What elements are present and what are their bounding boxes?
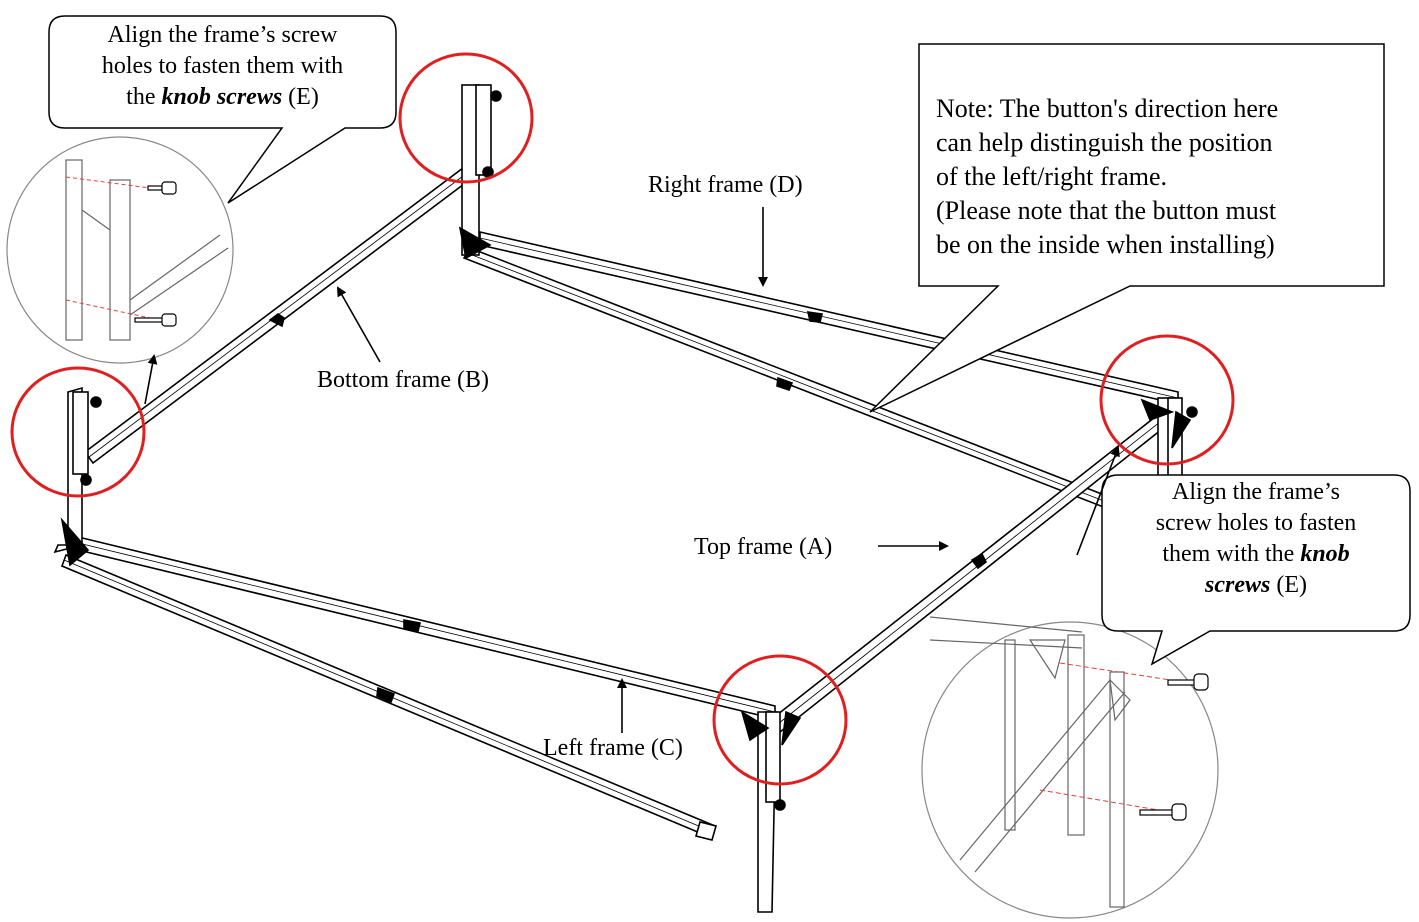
note-line4: (Please note that the button must [936, 196, 1277, 225]
post-left [53, 386, 102, 567]
left-frame-brace [60, 553, 716, 840]
arrow-to-detail-bottom-right [1076, 446, 1120, 556]
callout-top-left-shape [48, 15, 397, 204]
left-frame-bar [69, 533, 776, 721]
note-line5: be on the inside when installing) [936, 230, 1275, 259]
highlight-circle-right-post [1099, 334, 1235, 466]
callout-bottom-right-line2: screw holes to fasten [1155, 510, 1357, 536]
note-line3: of the left/right frame. [936, 162, 1168, 191]
detail-circle-top-left [6, 136, 234, 364]
highlight-circle-left-post [10, 366, 146, 498]
highlight-circle-front-post [712, 654, 848, 786]
callout-top-left-line3-pre: the [126, 84, 162, 110]
callout-bottom-right-line4: screws (E) [1102, 570, 1410, 601]
callout-bottom-right-emph2: screws [1205, 572, 1271, 598]
top-frame-label: Top frame (A) [694, 534, 833, 560]
post-back [458, 84, 502, 260]
callout-bottom-right-emph1: knob [1300, 541, 1350, 567]
callout-bottom-right-line3: them with the knob [1102, 539, 1410, 570]
callout-bottom-right-text: Align the frame’s screw holes to fasten … [1102, 477, 1410, 601]
detail-circle-bottom-right [921, 616, 1219, 919]
highlight-circle-back-post [398, 52, 534, 184]
arrow-to-detail-top-left [144, 354, 158, 405]
callout-bottom-right-line1: Align the frame’s [1172, 479, 1340, 505]
callout-top-left-emph: knob screws [161, 84, 283, 110]
callout-bottom-right-line4-post: (E) [1270, 572, 1307, 598]
note-line2: can help distinguish the position [936, 128, 1273, 157]
loose-bar-end [695, 821, 717, 841]
note-line1: Note: The button's direction here [936, 94, 1279, 123]
callout-bottom-right-line3-pre: them with the [1162, 541, 1301, 567]
callout-top-left-line2: holes to fasten them with [101, 53, 344, 79]
callout-top-left-line3: the knob screws (E) [49, 82, 396, 113]
bottom-frame-label: Bottom frame (B) [317, 367, 489, 393]
right-frame-label: Right frame (D) [648, 172, 803, 198]
note-box-shape [869, 43, 1385, 413]
arrow-bottom-frame [337, 286, 381, 363]
post-right [1140, 397, 1198, 499]
note-text: Note: The button's direction here can he… [936, 92, 1278, 262]
callout-top-left-text: Align the frame’s screw holes to fasten … [49, 20, 396, 113]
post-front [740, 710, 802, 913]
callout-top-left-line1: Align the frame’s screw [107, 22, 338, 48]
left-frame-label: Left frame (C) [543, 735, 683, 761]
callout-top-left-line3-post: (E) [282, 84, 319, 110]
